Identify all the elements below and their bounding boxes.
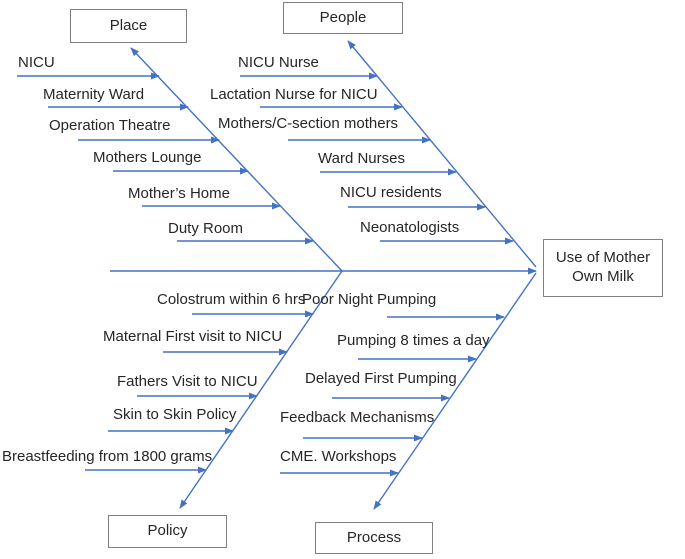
cause-label-people-4: NICU residents [340,184,442,201]
cause-label-policy-4: Breastfeeding from 1800 grams [2,448,213,465]
category-box-policy: Policy [108,515,227,548]
cause-label-process-3: Feedback Mechanisms [280,409,435,426]
cause-label-place-3: Mothers Lounge [93,149,202,166]
cause-label-process-1: Pumping 8 times a day [337,332,490,349]
cause-label-people-1: Lactation Nurse for NICU [210,86,378,103]
cause-label-policy-2: Fathers Visit to NICU [117,373,258,390]
policy-diagonal [179,270,343,509]
category-box-people: People [283,2,403,34]
cause-label-process-4: CME. Workshops [280,448,397,465]
category-box-place: Place [70,9,187,43]
cause-label-place-4: Mother’s Home [128,185,230,202]
cause-label-people-2: Mothers/C-section mothers [218,115,399,132]
cause-label-people-5: Neonatologists [360,219,460,236]
cause-label-policy-0: Colostrum within 6 hrs [157,291,306,308]
cause-label-place-2: Operation Theatre [49,117,171,134]
cause-label-place-1: Maternity Ward [43,86,145,103]
cause-label-process-0: Poor Night Pumping [302,291,437,308]
cause-label-policy-3: Skin to Skin Policy [113,406,237,423]
cause-label-place-5: Duty Room [168,220,244,237]
effect-box: Use of Mother Own Milk [543,239,663,297]
cause-label-people-3: Ward Nurses [318,150,405,167]
people-diagonal [347,40,537,268]
cause-label-people-0: NICU Nurse [238,54,319,71]
place-diagonal [130,47,343,272]
process-diagonal [373,272,537,510]
cause-label-policy-1: Maternal First visit to NICU [103,328,283,345]
cause-label-process-2: Delayed First Pumping [305,370,457,387]
category-box-process: Process [315,522,433,554]
cause-label-place-0: NICU [18,54,55,71]
